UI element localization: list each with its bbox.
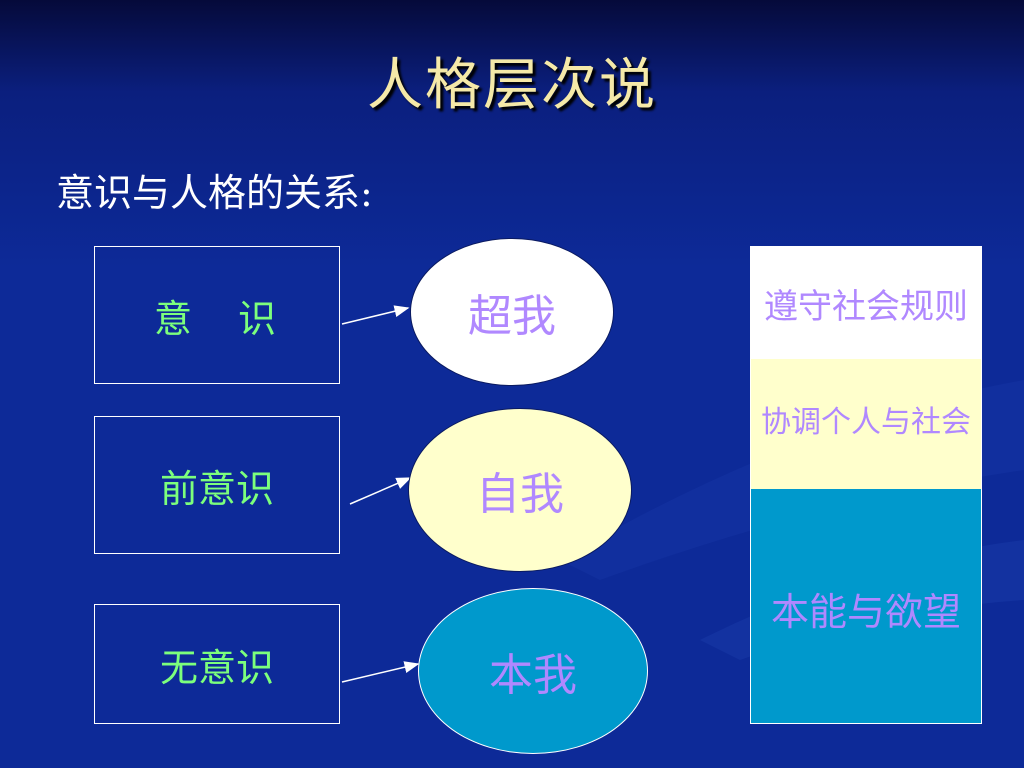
arrow-unconscious-to-id [341, 661, 420, 683]
box-conscious: 意 识 [94, 246, 340, 384]
band-ego-principle: 协调个人与社会 [751, 359, 981, 489]
slide-title: 人格层次说 [367, 53, 657, 118]
arrow-preconscious-to-ego [349, 477, 412, 505]
box-preconscious: 前意识 [94, 416, 340, 554]
ellipse-ego: 自我 [408, 408, 632, 572]
ellipse-id-label: 本我 [489, 650, 577, 701]
ellipse-superego: 超我 [410, 238, 614, 386]
box-unconscious: 无意识 [94, 604, 340, 724]
band-superego-label: 遵守社会规则 [764, 287, 968, 327]
principles-column: 遵守社会规则 协调个人与社会 本能与欲望 [750, 246, 982, 724]
arrow-conscious-to-superego [341, 305, 410, 325]
box-preconscious-label: 前意识 [159, 466, 274, 511]
band-superego-principle: 遵守社会规则 [751, 247, 981, 359]
ellipse-ego-label: 自我 [476, 469, 564, 520]
ellipse-id: 本我 [418, 588, 648, 754]
box-conscious-label: 意 识 [153, 296, 280, 341]
box-unconscious-label: 无意识 [159, 645, 274, 690]
ellipse-superego-label: 超我 [468, 291, 556, 342]
band-ego-label: 协调个人与社会 [761, 405, 971, 440]
band-id-label: 本能与欲望 [770, 590, 961, 634]
band-id-principle: 本能与欲望 [751, 489, 981, 723]
slide-subtitle: 意识与人格的关系: [56, 171, 373, 215]
